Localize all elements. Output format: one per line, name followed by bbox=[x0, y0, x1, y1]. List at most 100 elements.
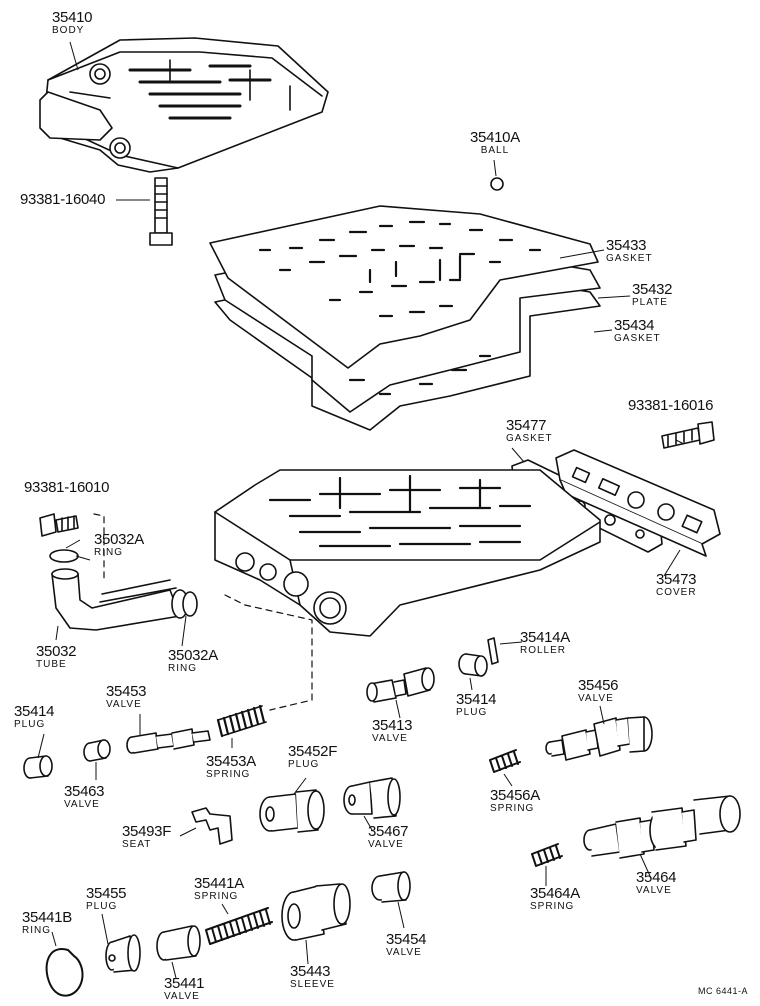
part-number: 35434 bbox=[614, 317, 655, 334]
part-number: 35493F bbox=[122, 823, 172, 840]
part-number: 35441 bbox=[164, 975, 205, 992]
spring-35464A-drawing bbox=[531, 843, 563, 867]
part-name: VALVE bbox=[368, 839, 404, 850]
part-name: SPRING bbox=[206, 769, 251, 780]
part-name: PLATE bbox=[632, 297, 668, 308]
part-number: 35414 bbox=[14, 703, 55, 720]
label-bolt-16010: 93381-16010 bbox=[24, 479, 110, 496]
part-number: 35453 bbox=[106, 683, 147, 700]
plug-35452F-drawing bbox=[259, 789, 325, 833]
part-number: 35441A bbox=[194, 875, 244, 892]
part-number: 35032A bbox=[168, 647, 218, 664]
part-number: 35414A bbox=[520, 629, 570, 646]
part-name: COVER bbox=[656, 587, 697, 598]
part-name: VALVE bbox=[64, 799, 100, 810]
bolt-93381-16010-drawing bbox=[39, 513, 79, 537]
valve-35463-drawing bbox=[83, 739, 111, 762]
plug-35414-left-drawing bbox=[23, 755, 53, 779]
part-name: RING bbox=[94, 547, 123, 558]
plug-35455-drawing bbox=[105, 934, 141, 973]
part-number: 35456 bbox=[578, 677, 619, 694]
drawing-code: MC 6441-A bbox=[698, 986, 749, 996]
label-bolt-16040: 93381-16040 bbox=[20, 191, 106, 208]
part-number: 35432 bbox=[632, 281, 673, 298]
part-name: VALVE bbox=[386, 947, 422, 958]
valve-35413-drawing bbox=[366, 667, 435, 703]
part-number: 35464A bbox=[530, 885, 580, 902]
oil-tube-drawing bbox=[51, 568, 198, 631]
spring-35453A-drawing bbox=[216, 704, 267, 738]
part-name: VALVE bbox=[106, 699, 142, 710]
part-name: SEAT bbox=[122, 839, 152, 850]
tube-ring-top-drawing bbox=[49, 549, 79, 563]
part-number: 35441B bbox=[22, 909, 72, 926]
plug-35414-right-drawing bbox=[458, 653, 488, 677]
valve-35454-drawing bbox=[371, 871, 411, 903]
part-number: 35414 bbox=[456, 691, 497, 708]
check-ball-drawing bbox=[490, 177, 504, 191]
roller-pin-drawing bbox=[487, 637, 499, 665]
part-name: RING bbox=[22, 925, 51, 936]
part-number: 35477 bbox=[506, 417, 547, 434]
leader-lines bbox=[37, 41, 685, 979]
part-name: PLUG bbox=[14, 719, 46, 730]
part-number: 35433 bbox=[606, 237, 647, 254]
snap-ring-35441B-drawing bbox=[45, 948, 84, 997]
part-name: SLEEVE bbox=[290, 979, 335, 990]
part-name: VALVE bbox=[372, 733, 408, 744]
part-number: 35032A bbox=[94, 531, 144, 548]
part-name: VALVE bbox=[578, 693, 614, 704]
part-number: 35452F bbox=[288, 743, 338, 760]
part-number: 35413 bbox=[372, 717, 413, 734]
part-number: 35032 bbox=[36, 643, 77, 660]
part-number: 35456A bbox=[490, 787, 540, 804]
part-number: 35463 bbox=[64, 783, 105, 800]
lower-valve-body-drawing bbox=[214, 469, 601, 637]
part-name: ROLLER bbox=[520, 645, 567, 656]
part-name: GASKET bbox=[506, 433, 553, 444]
part-name: SPRING bbox=[490, 803, 535, 814]
part-number: 35455 bbox=[86, 885, 127, 902]
part-number: 35467 bbox=[368, 823, 409, 840]
label-bolt-16016: 93381-16016 bbox=[628, 397, 714, 414]
sleeve-35443-drawing bbox=[281, 883, 351, 941]
valve-35453-drawing bbox=[126, 728, 211, 754]
part-name: GASKET bbox=[606, 253, 653, 264]
part-number: 35464 bbox=[636, 869, 677, 886]
part-name: SPRING bbox=[194, 891, 239, 902]
spring-35456A-drawing bbox=[489, 749, 521, 773]
part-name: SPRING bbox=[530, 901, 575, 912]
part-number: 35410 bbox=[52, 9, 93, 26]
bolt-93381-16040-drawing bbox=[149, 177, 173, 246]
part-name: VALVE bbox=[636, 885, 672, 896]
part-name: TUBE bbox=[36, 659, 67, 670]
valve-35467-drawing bbox=[343, 777, 401, 819]
valve-35441-drawing bbox=[156, 925, 201, 961]
part-name: PLUG bbox=[86, 901, 118, 912]
upper-valve-body-drawing bbox=[39, 37, 329, 173]
separator-plate-stack-drawing bbox=[209, 205, 601, 431]
part-name: PLUG bbox=[456, 707, 488, 718]
